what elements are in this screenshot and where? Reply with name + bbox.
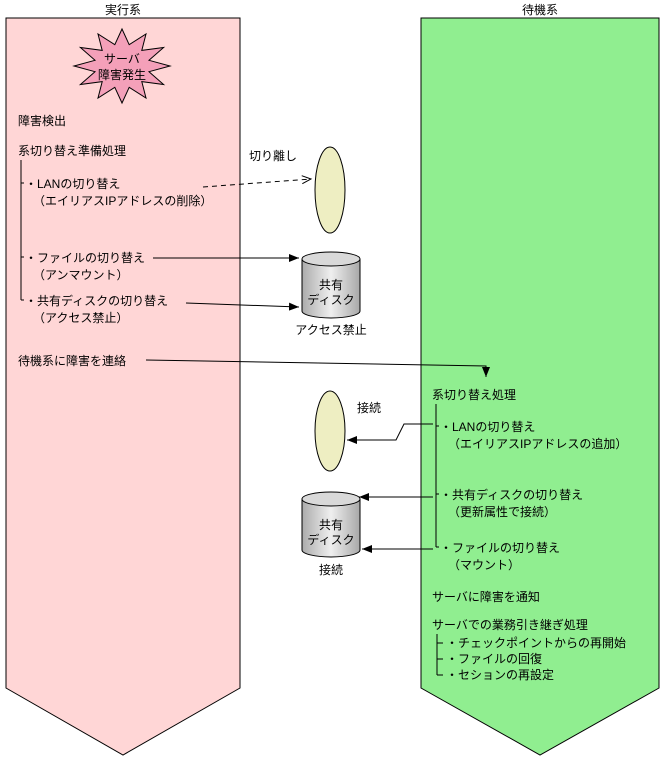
standby-step-disk-sub: （更新属性で接続） (448, 504, 556, 519)
switch-process-label: 系切り替え処理 (432, 388, 516, 402)
active-step-disk: ・共有ディスクの切り替え (25, 293, 168, 308)
active-step-file-sub: （アンマウント） (33, 268, 129, 282)
failure-detect-label: 障害検出 (18, 113, 66, 128)
shared-disk-top-lid (301, 251, 361, 267)
notify-standby-label: 待機系に障害を連絡 (18, 353, 126, 368)
active-steps-tree-line (20, 160, 24, 301)
burst-text-line2: 障害発生 (98, 67, 146, 82)
shared-disk-bottom-lid (301, 491, 361, 507)
takeover-step-checkpoint: ・チェックポイントからの再開始 (446, 636, 626, 650)
lan-connect-arrow (347, 423, 433, 444)
takeover-step-session: ・セションの再設定 (446, 667, 554, 682)
lan-symbol-bottom (314, 390, 346, 472)
detach-label: 切り離し (249, 149, 297, 163)
notify-standby-arrow (145, 359, 490, 377)
disk-top-caption: アクセス禁止 (295, 323, 366, 337)
disk-top-label-line1: 共有 (319, 278, 343, 292)
standby-system-title: 待機系 (522, 2, 558, 17)
standby-system-panel (420, 17, 660, 756)
burst-text-line1: サーバ (104, 52, 140, 66)
standby-step-lan: ・LANの切り替え (440, 420, 535, 434)
active-system-panel (5, 17, 241, 756)
disk-bottom-label-line1: 共有 (319, 518, 343, 532)
active-step-lan-sub: （エイリアスIPアドレスの削除） (33, 193, 212, 208)
takeover-header-label: サーバでの業務引き継ぎ処理 (432, 617, 588, 632)
standby-step-file-sub: （マウント） (448, 558, 520, 572)
takeover-tree-line (436, 634, 443, 676)
active-step-disk-sub: （アクセス禁止） (33, 311, 128, 325)
notify-server-label: サーバに障害を通知 (432, 589, 540, 604)
active-step-file: ・ファイルの切り替え (25, 251, 145, 265)
standby-step-disk: ・共有ディスクの切り替え (440, 487, 583, 502)
standby-step-lan-sub: （エイリアスIPアドレスの追加） (448, 436, 627, 451)
standby-steps-tree-line (435, 404, 439, 548)
shared-disk-top-body (301, 258, 361, 319)
disk-bottom-caption: 接続 (319, 562, 343, 577)
switch-prep-label: 系切り替え準備処理 (18, 143, 126, 158)
shared-disk-bottom: 共有 ディスク (301, 491, 361, 558)
shared-disk-top: 共有 ディスク (301, 251, 361, 319)
disk-top-label-line2: ディスク (307, 292, 354, 307)
server-failure-burst (72, 27, 172, 105)
active-system-title: 実行系 (105, 2, 141, 17)
shared-disk-bottom-body (301, 498, 361, 558)
takeover-step-file-recovery: ・ファイルの回復 (446, 651, 542, 666)
connect-label: 接続 (357, 400, 381, 415)
disk-forbid-arrow (185, 302, 300, 311)
lan-symbol-top (314, 146, 346, 234)
lan-detach-dashed-arrow (202, 175, 313, 188)
disk-bottom-label-line2: ディスク (307, 532, 354, 547)
standby-step-file: ・ファイルの切り替え (440, 541, 560, 555)
active-step-lan: ・LANの切り替え (25, 177, 120, 191)
